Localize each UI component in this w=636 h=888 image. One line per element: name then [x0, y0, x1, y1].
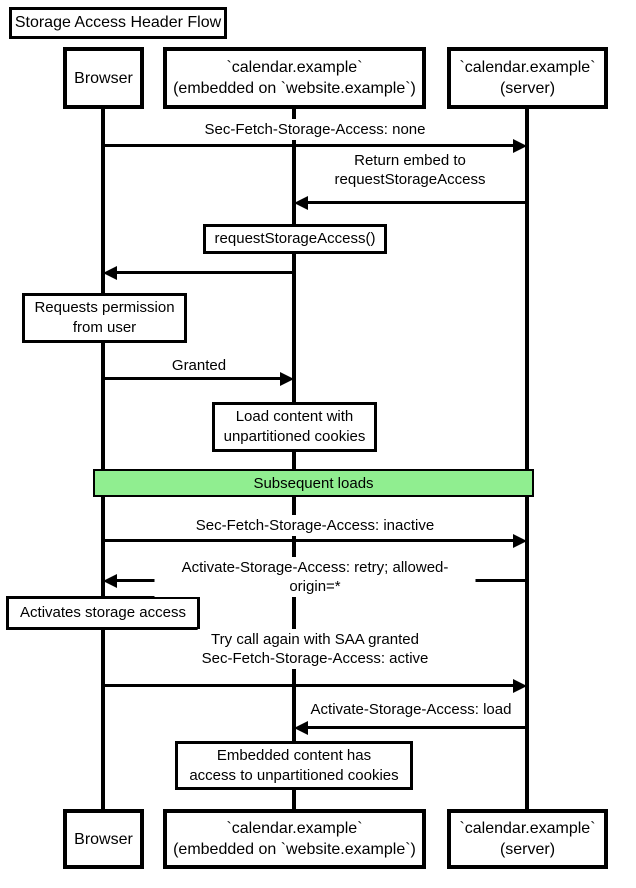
lifeline-browser	[101, 107, 105, 809]
participant-server-top: `calendar.example` (server)	[447, 47, 608, 109]
participant-embedded-top: `calendar.example` (embedded on `website…	[163, 47, 426, 109]
message-line	[308, 726, 527, 729]
message-line	[117, 271, 294, 274]
arrowhead-left-icon	[294, 721, 308, 735]
arrowhead-right-icon	[280, 372, 294, 386]
arrowhead-left-icon	[103, 266, 117, 280]
arrowhead-right-icon	[513, 534, 527, 548]
note-text: Requests permission from user	[34, 299, 175, 336]
note-embedded-has-access: Embedded content has access to unpartiti…	[175, 741, 413, 790]
participant-label: `calendar.example` (embedded on `website…	[173, 820, 416, 858]
note-text: Activates storage access	[20, 604, 186, 621]
participant-browser-bottom: Browser	[63, 809, 144, 869]
message-label-activate-load: Activate-Storage-Access: load	[306, 699, 516, 720]
message-line	[103, 684, 513, 687]
note-text: requestStorageAccess()	[214, 230, 376, 247]
note-load-content: Load content with unpartitioned cookies	[212, 402, 377, 452]
arrowhead-left-icon	[294, 196, 308, 210]
participant-server-bottom: `calendar.example` (server)	[447, 809, 608, 869]
note-request-storage-access: requestStorageAccess()	[203, 224, 387, 254]
diagram-title-box: Storage Access Header Flow	[9, 7, 227, 39]
arrowhead-right-icon	[513, 679, 527, 693]
participant-label: `calendar.example` (server)	[459, 59, 596, 97]
note-text: Embedded content has access to unpartiti…	[189, 746, 399, 784]
participant-label: `calendar.example` (server)	[459, 820, 596, 858]
participant-embedded-bottom: `calendar.example` (embedded on `website…	[163, 809, 426, 869]
message-label-sec-fetch-inactive: Sec-Fetch-Storage-Access: inactive	[191, 515, 439, 536]
message-line	[103, 377, 280, 380]
message-label-granted: Granted	[167, 355, 231, 376]
section-label: Subsequent loads	[253, 474, 374, 492]
message-line	[308, 201, 527, 204]
message-label-try-again-active: Try call again with SAA granted Sec-Fetc…	[197, 629, 433, 669]
lifeline-server	[525, 107, 529, 809]
note-text: Load content with unpartitioned cookies	[223, 408, 366, 445]
lifeline-embedded	[292, 107, 296, 809]
arrowhead-left-icon	[103, 574, 117, 588]
section-divider-subsequent-loads: Subsequent loads	[93, 469, 534, 497]
arrowhead-right-icon	[513, 139, 527, 153]
message-label-activate-retry: Activate-Storage-Access: retry; allowed-…	[154, 557, 476, 597]
participant-label: Browser	[74, 830, 133, 848]
diagram-title: Storage Access Header Flow	[14, 14, 222, 31]
note-requests-permission: Requests permission from user	[22, 293, 187, 343]
message-label-sec-fetch-none: Sec-Fetch-Storage-Access: none	[200, 119, 430, 140]
participant-label: `calendar.example` (embedded on `website…	[173, 59, 416, 97]
message-line	[103, 144, 513, 147]
participant-label: Browser	[74, 69, 133, 87]
message-line	[103, 539, 513, 542]
message-label-return-embed: Return embed to requestStorageAccess	[330, 150, 490, 190]
participant-browser-top: Browser	[63, 47, 144, 109]
note-activates-storage-access: Activates storage access	[6, 596, 200, 630]
